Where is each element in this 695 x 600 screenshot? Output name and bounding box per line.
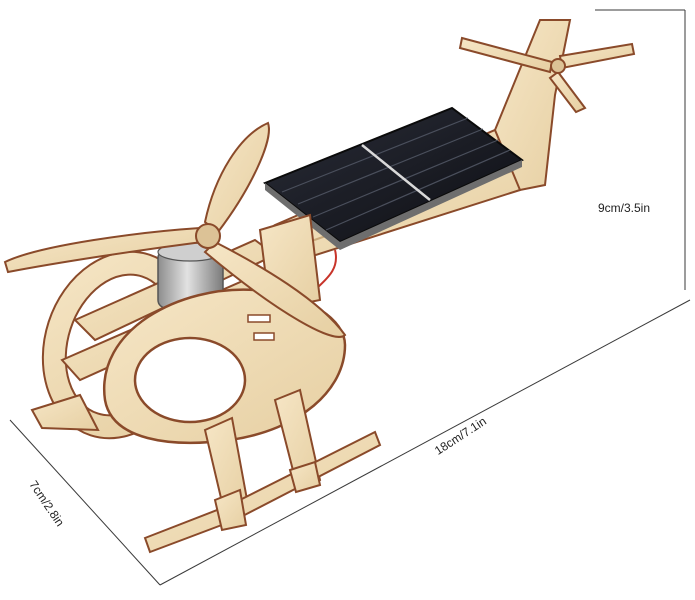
landing-gear bbox=[30, 388, 382, 554]
length-dimension-line bbox=[159, 299, 691, 586]
main-rotor bbox=[3, 121, 347, 338]
dimension-lines bbox=[9, 9, 691, 586]
tail-rotor bbox=[458, 36, 636, 114]
height-label: 9cm/3.5in bbox=[598, 201, 651, 215]
width-dimension-line bbox=[9, 419, 161, 586]
solar-panel bbox=[263, 106, 524, 250]
